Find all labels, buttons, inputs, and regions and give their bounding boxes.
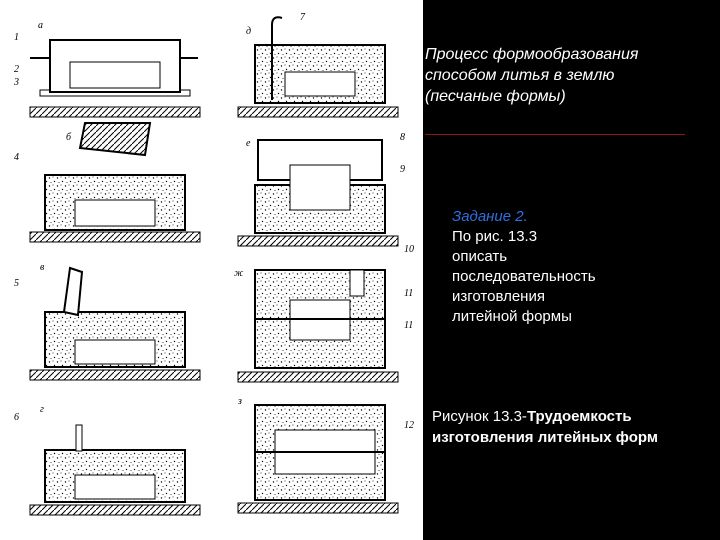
panel-letter-z: з: [237, 396, 242, 407]
callout-7: 7: [300, 12, 306, 23]
panel-letter-g: г: [40, 404, 44, 415]
panel-letter-zh: ж: [234, 268, 244, 279]
caption-bold: Трудоемкость изготовления литейных форм: [432, 408, 658, 446]
callout-9: 9: [400, 164, 405, 175]
figure-caption: Рисунок 13.3-Трудоемкость изготовления л…: [432, 406, 717, 448]
title-divider: [425, 134, 685, 135]
panel-g: г 6: [14, 404, 201, 516]
slide-title: Процесс формообразования способом литья …: [425, 46, 639, 105]
callout-11a: 11: [404, 288, 413, 299]
caption-prefix: Рисунок 13.3-: [432, 408, 527, 425]
panel-b: б 4: [14, 122, 201, 243]
callout-8: 8: [400, 132, 405, 143]
callout-5: 5: [14, 278, 19, 289]
callout-12: 12: [404, 420, 414, 431]
callout-11b: 11: [404, 320, 413, 331]
callout-3: 3: [13, 77, 19, 88]
callout-4: 4: [14, 152, 19, 163]
callout-1: 1: [14, 32, 19, 43]
panel-z: з 12: [237, 396, 414, 514]
panel-letter-v: в: [40, 262, 45, 273]
panel-d: д 7: [237, 12, 399, 118]
panel-letter-b: б: [66, 132, 72, 143]
panel-letter-a: а: [38, 20, 43, 31]
panel-letter-e: е: [246, 138, 251, 149]
callout-2: 2: [14, 64, 19, 75]
panel-e: е 8 9: [237, 132, 405, 247]
task-heading: Задание 2.: [452, 208, 528, 225]
callout-6: 6: [14, 412, 19, 423]
panel-a: а 1 2 3: [13, 20, 201, 118]
panel-v: в 5: [14, 262, 201, 381]
panel-letter-d: д: [246, 26, 251, 37]
task-description: По рис. 13.3 описать последовательность …: [452, 228, 596, 325]
casting-process-figure: а 1 2 3 б 4 в 5 г 6 д 7: [0, 0, 423, 540]
callout-10: 10: [404, 244, 414, 255]
panel-zh: ж 10 11 11: [234, 244, 414, 383]
